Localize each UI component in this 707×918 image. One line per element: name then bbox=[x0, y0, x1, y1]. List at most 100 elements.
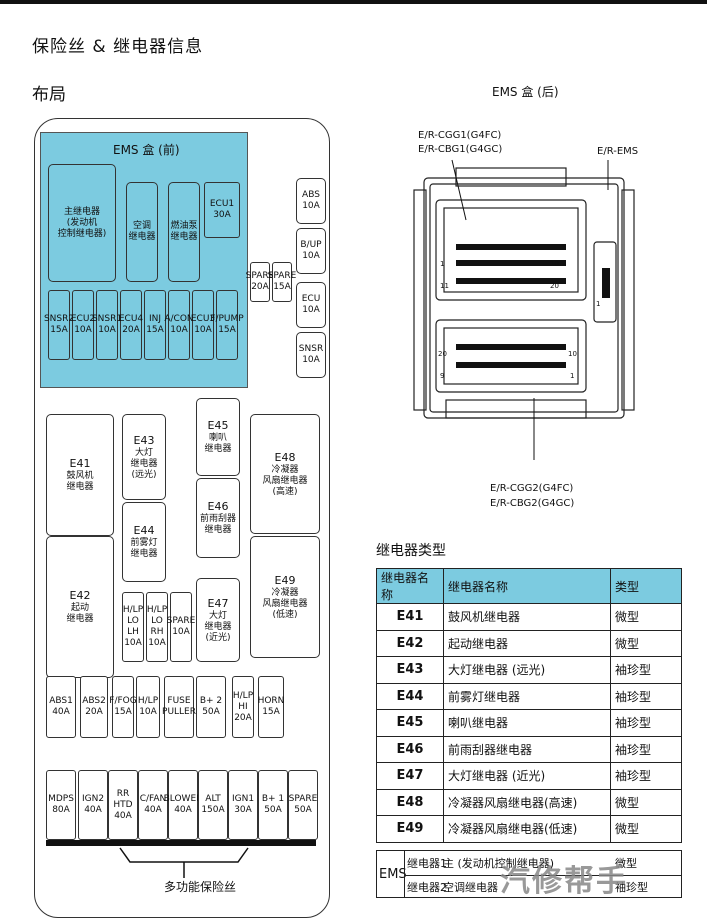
relay2-type: 袖珍型 bbox=[615, 881, 648, 894]
ems-front-title: EMS 盒 (前) bbox=[113, 143, 180, 157]
fuse-right-line: ECU bbox=[301, 294, 321, 304]
fuse-small-line: 10A bbox=[74, 325, 92, 335]
fuse-multi-line: RR HTD bbox=[113, 788, 133, 810]
fuel-pump-relay: 燃油泵继电器 bbox=[168, 182, 200, 282]
fuse-ecu1-line: ECU1 bbox=[209, 199, 235, 209]
fuse-spare-20a-line: SPARE bbox=[245, 271, 275, 281]
fuse-small-line: ECU2 bbox=[70, 314, 96, 324]
table-cell: E47 bbox=[376, 762, 444, 790]
relay-e46-line: 前雨刮器 bbox=[199, 514, 236, 524]
fuse-small-line: 10A bbox=[98, 325, 116, 335]
fuse-small-line: 20A bbox=[122, 325, 140, 335]
fuse-small-mid-line: 10A bbox=[148, 638, 166, 648]
main-relay-line: (发动机 bbox=[66, 217, 98, 228]
fuse-bottom-line: 10A bbox=[139, 707, 157, 717]
table-cell: 大灯继电器 (远光) bbox=[443, 656, 611, 684]
pin-label: 11 bbox=[440, 282, 449, 290]
fuse-small-mid-line: LO LH bbox=[127, 616, 139, 637]
fuse-small-line: INJ bbox=[148, 314, 162, 324]
fuel-pump-relay-line: 燃油泵 bbox=[170, 221, 198, 231]
ac-relay-line: 空调 bbox=[132, 221, 151, 231]
relay-e45-line: E45 bbox=[207, 419, 229, 432]
fuse-small-line: SNSR1 bbox=[91, 314, 123, 324]
pin-label: 10 bbox=[568, 350, 577, 358]
multi-fuse-bracket bbox=[46, 840, 316, 878]
relay-e47-line: 大灯 bbox=[208, 610, 227, 621]
pin-label: 1 bbox=[440, 260, 444, 268]
relay-e44-line: 前雾灯 bbox=[130, 538, 158, 548]
fuse-small-mid-line: H/LP bbox=[146, 605, 168, 615]
ems-rear-connector-diagram: 1 10 11 20 20 10 9 1 1 bbox=[413, 159, 635, 460]
relay-e44-line: E44 bbox=[133, 524, 155, 537]
fuse-multi-line: BLOWER bbox=[163, 794, 203, 804]
fuse-bottom-line: 20A bbox=[85, 707, 103, 717]
fuse-small-line: 15A bbox=[50, 325, 68, 335]
fuse-bottom-line: H/LP bbox=[137, 696, 159, 706]
table-cell: 起动继电器 bbox=[443, 629, 611, 657]
table-cell: 冷凝器风扇继电器(低速) bbox=[443, 815, 611, 843]
fuse-small-mid-line: 10A bbox=[172, 627, 190, 637]
fuse-small-line: 15A bbox=[146, 325, 164, 335]
fuse-multi-line: IGN2 bbox=[81, 794, 105, 804]
fuse-bottom-line: 50A bbox=[202, 707, 220, 717]
table-cell: 喇叭继电器 bbox=[443, 709, 611, 737]
relay1-type: 微型 bbox=[615, 857, 637, 870]
table-cell: 袖珍型 bbox=[610, 656, 682, 684]
relay-e43-line: E43 bbox=[133, 433, 155, 447]
table-cell: 微型 bbox=[610, 603, 682, 631]
fuse-bottom-line: FUSE bbox=[167, 696, 191, 706]
fuse-bottom-line: ABS1 bbox=[49, 696, 73, 706]
fuse-bottom-line: 15A bbox=[114, 707, 132, 717]
relay-e42-line: 起动 bbox=[70, 603, 89, 613]
relay-e45-line: 喇叭 bbox=[208, 433, 227, 443]
fuse-right-line: SNSR bbox=[298, 344, 324, 354]
fuse-right-line: B/UP bbox=[300, 240, 322, 250]
fuse-multi-line: 40A bbox=[114, 810, 132, 821]
fuse-spare-20a-line: 20A bbox=[251, 282, 269, 292]
fuse-bottom-line: 20A bbox=[234, 712, 252, 723]
relay-e42-line: 继电器 bbox=[66, 614, 94, 624]
fuse-small-mid-line: SPARE bbox=[166, 616, 196, 626]
fuse-small-line: F/PUMP bbox=[210, 314, 244, 324]
ems-rear-title: EMS 盒 (后) bbox=[492, 85, 559, 99]
relay-e43-line: (远光) bbox=[131, 469, 157, 480]
ems-cell: EMS bbox=[379, 867, 407, 882]
pin-label: 9 bbox=[440, 372, 444, 380]
fuse-bottom-line: H/LP HI bbox=[232, 690, 254, 712]
table-cell: 前雾灯继电器 bbox=[443, 682, 611, 710]
table-cell: E42 bbox=[376, 629, 444, 657]
table-cell: E45 bbox=[376, 709, 444, 737]
table-row-ems: EMS 继电器1 主 (发动机控制继电器) 微型 继电器2 空调继电器 袖珍型 bbox=[376, 850, 682, 898]
table-cell: E49 bbox=[376, 815, 444, 843]
table-header: 类型 bbox=[610, 568, 682, 604]
table-cell: 微型 bbox=[610, 629, 682, 657]
fuse-multi-line: 40A bbox=[84, 805, 102, 815]
